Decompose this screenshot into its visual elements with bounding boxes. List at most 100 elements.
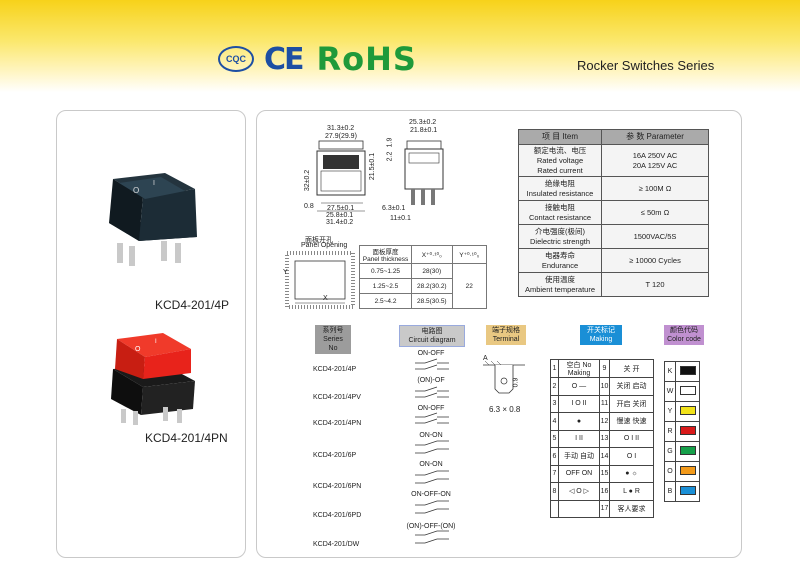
- thickness-y: 22: [451, 263, 488, 309]
- param-item-3b: Contact resistance: [528, 212, 592, 222]
- circuit-label-4: ON-ON: [419, 432, 443, 439]
- dim-edge: 0.8: [304, 203, 314, 210]
- dim-terminal-span: 11±0.1: [390, 215, 411, 222]
- front-dimension-drawing: [316, 140, 366, 212]
- mark-n4: 4: [550, 412, 559, 431]
- color-code-table: K W Y R G O B: [664, 361, 700, 502]
- mark-m2: O —: [558, 377, 600, 396]
- mark-n8: 8: [550, 482, 559, 501]
- series-title: Rocker Switches Series: [577, 58, 715, 73]
- circuit-label-5: ON-ON: [419, 461, 443, 468]
- swatch-r: [679, 426, 696, 435]
- param-item-1c: Rated current: [537, 165, 583, 175]
- color-y: Y: [664, 401, 676, 422]
- mark-n13: 13: [599, 429, 610, 448]
- series-row-1: KCD4-201/4P: [313, 366, 357, 373]
- header-circuit-cn: 电路图: [421, 328, 443, 335]
- mark-m5: I II: [558, 429, 600, 448]
- switch-red-image: I O: [111, 333, 195, 425]
- mark-n9: 9: [599, 359, 610, 378]
- circuit-label-7: (ON)-OFF-(ON): [406, 523, 456, 530]
- series-row-3: KCD4-201/4PN: [313, 420, 362, 427]
- color-w: W: [664, 381, 676, 402]
- mark-n16: 16: [599, 482, 610, 501]
- param-val-2: ≥ 100M Ω: [601, 176, 709, 201]
- dim-side-width: 25.3±0.2: [409, 119, 437, 126]
- param-item-6a: 使用温度: [545, 274, 575, 284]
- header-terminal-cn: 端子规格: [492, 327, 520, 334]
- ce-logo: CE: [264, 41, 304, 77]
- product-label-4p: KCD4-201/4P: [155, 298, 230, 312]
- mark-m11: 开启 关闭: [609, 394, 654, 413]
- mark-n11: 11: [599, 394, 610, 413]
- thickness-row-2: 1.25~2.5: [358, 278, 413, 294]
- mark-m12: 慢速 快速: [609, 412, 654, 431]
- mark-n3: 3: [550, 394, 559, 413]
- color-g: G: [664, 441, 676, 462]
- mark-m7: OFF ON: [558, 464, 600, 483]
- mark-m17: 客人要求: [609, 499, 654, 518]
- swatch-y: [679, 406, 696, 415]
- dim-side-b: 2.2: [386, 151, 394, 162]
- side-dimension-drawing: [404, 140, 444, 205]
- circuit-label-3: ON-OFF: [417, 405, 445, 412]
- series-row-6: KCD4-201/6PD: [313, 512, 362, 519]
- panel-opening-en: Panel Opening: [301, 242, 348, 249]
- mark-n14: 14: [599, 447, 610, 466]
- param-head-item: 项 目 Item: [518, 129, 602, 145]
- dim-side-a: 1.9: [386, 137, 394, 148]
- header-terminal-en: Terminal: [492, 336, 520, 343]
- mark-n1: 1: [550, 359, 559, 378]
- circuit-label-1: ON-OFF: [417, 350, 445, 357]
- param-val-1a: 16A 250V AC: [632, 150, 678, 160]
- thickness-head-x: X⁺⁰·¹⁰₀: [411, 245, 453, 264]
- product-panel: I O KCD4-201/4P I O KCD4-201/4PN: [56, 110, 246, 558]
- thickness-x-1: 28(30): [411, 263, 453, 279]
- dim-width: 31.3±0.2: [327, 125, 355, 132]
- mark-n7: 7: [550, 464, 559, 483]
- terminal-a-label: A: [483, 355, 488, 362]
- thickness-head-y: Y⁺⁰·¹⁰₀: [451, 245, 488, 264]
- series-row-5: KCD4-201/6PN: [313, 483, 362, 490]
- mark-m6: 手动 自动: [558, 447, 600, 466]
- svg-text:I: I: [153, 180, 155, 187]
- axis-x: X: [323, 295, 328, 302]
- mark-n10: 10: [599, 377, 610, 396]
- thickness-head-en: Panel thickness: [362, 256, 409, 263]
- param-val-1b: 20A 125V AC: [632, 160, 678, 170]
- header-band: [0, 0, 800, 92]
- swatch-w: [679, 386, 696, 395]
- dim-overall: 31.4±0.2: [326, 219, 354, 226]
- param-item-6b: Ambient temperature: [524, 284, 596, 294]
- mark-n12: 12: [599, 412, 610, 431]
- mark-m1: 空白 No Making: [558, 359, 600, 378]
- svg-text:O: O: [135, 346, 141, 353]
- mark-m9: 关 开: [609, 359, 654, 378]
- param-val-3: ≤ 50m Ω: [601, 200, 709, 225]
- circuit-label-2: (ON)-OF: [417, 377, 445, 384]
- svg-text:O: O: [133, 186, 139, 195]
- cqc-logo: CQC: [218, 46, 254, 72]
- swatch-o: [679, 466, 696, 475]
- param-item-4a: 介电强度(极间): [535, 226, 585, 236]
- circuit-diagrams: [415, 358, 449, 544]
- switch-black-image: I O: [109, 173, 197, 266]
- cert-logos: CQC CE RoHS: [218, 40, 417, 78]
- mark-blank-n: [550, 499, 559, 518]
- mark-n15: 15: [599, 464, 610, 483]
- thickness-row-3: 2.5~4.2: [358, 293, 413, 309]
- mark-n6: 6: [550, 447, 559, 466]
- header-series-en: Series No: [323, 336, 343, 352]
- swatch-b: [679, 486, 696, 495]
- header-circuit-en: Circuit diagram: [408, 337, 456, 344]
- param-val-5: ≥ 10000 Cycles: [601, 248, 709, 273]
- spec-panel: 31.3±0.2 27.9(29.9) 32±0.2 21.5±0.1 0.8 …: [256, 110, 742, 558]
- mark-m4: ●: [558, 412, 600, 431]
- mark-m15: ● ☼: [609, 464, 654, 483]
- thickness-x-3: 28.5(30.5): [411, 293, 453, 309]
- swatch-k: [679, 366, 696, 375]
- param-item-1b: Rated voltage: [536, 155, 584, 165]
- axis-y: Y: [283, 269, 288, 276]
